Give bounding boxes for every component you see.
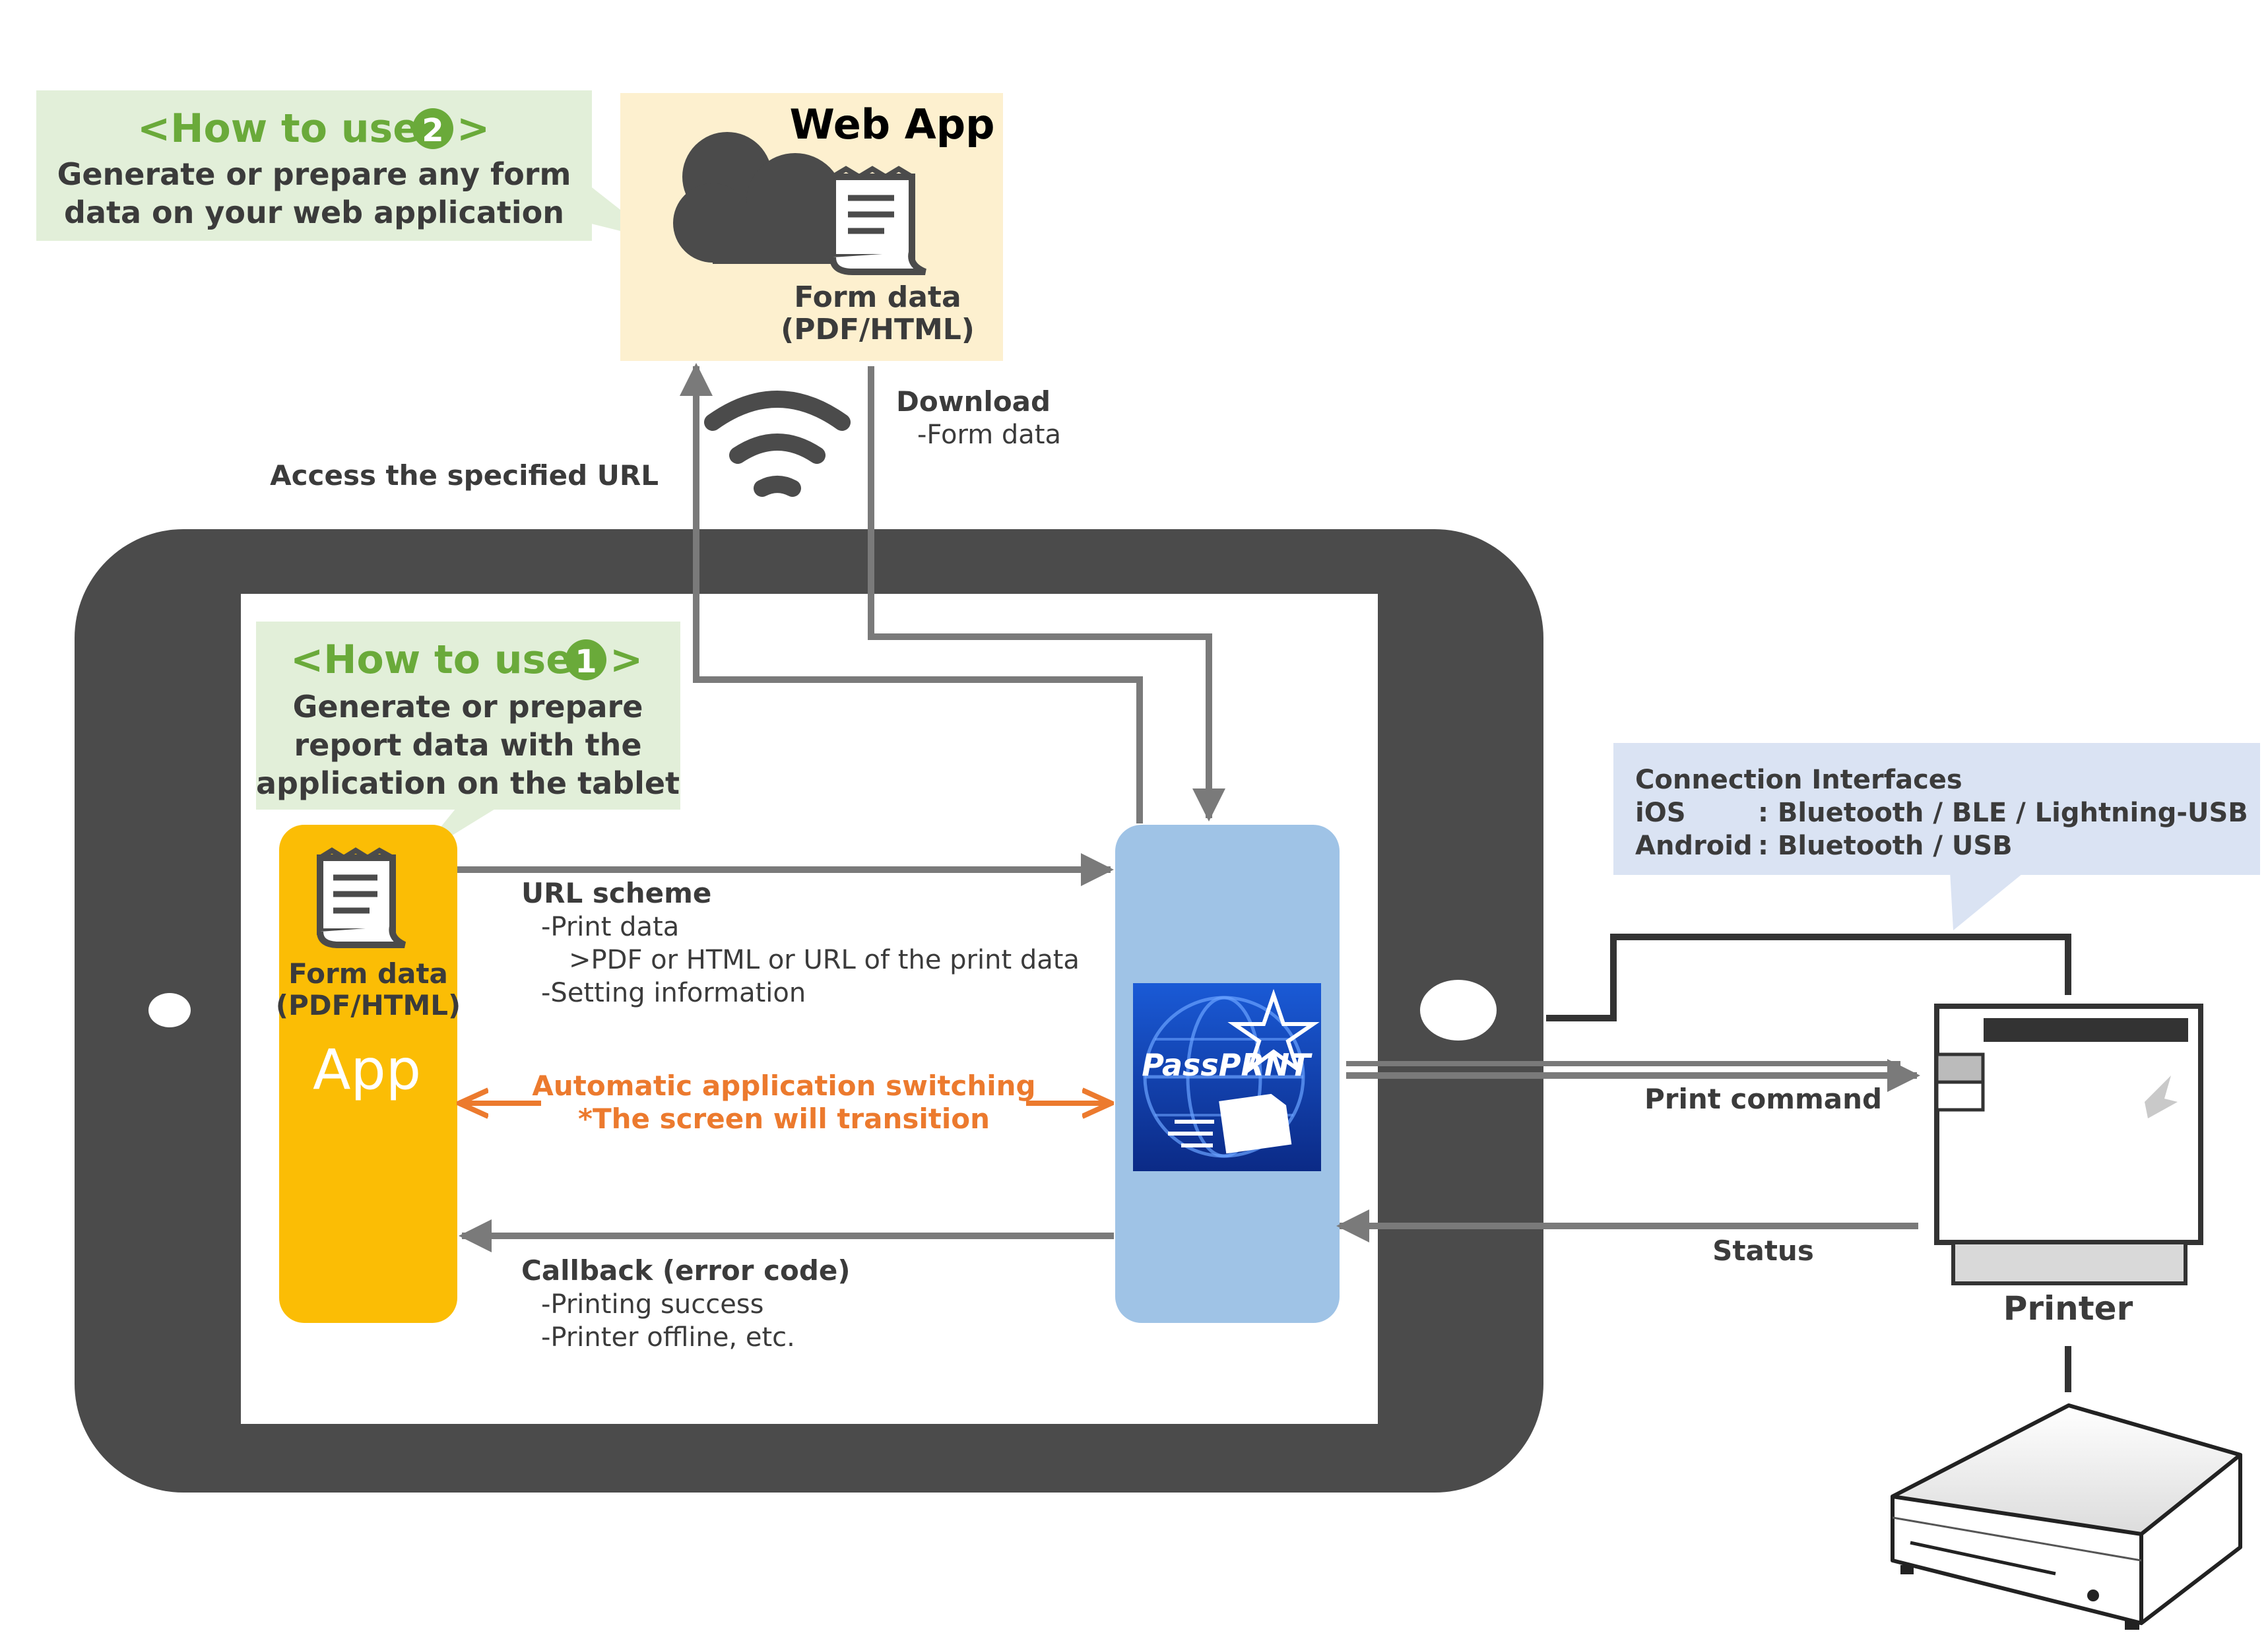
connection-row-1-os: iOS — [1635, 798, 1686, 828]
how-to-use-2-line-1: Generate or prepare any form — [57, 156, 571, 192]
how-to-use-2-heading: <How to use — [137, 106, 420, 152]
number-badge-1-icon — [566, 639, 606, 680]
callback-title: Callback (error code) — [521, 1254, 851, 1287]
wifi-icon — [704, 391, 851, 497]
app-name: App — [313, 1037, 421, 1102]
passprnt-panel[interactable]: PassPRNT — [1115, 825, 1340, 1323]
web-form-data-format: (PDF/HTML) — [781, 313, 975, 346]
connection-title: Connection Interfaces — [1635, 765, 1962, 795]
download-label: Download — [896, 385, 1051, 418]
app-form-data-format: (PDF/HTML) — [276, 989, 461, 1021]
printer-label: Printer — [2003, 1289, 2133, 1328]
url-scheme-line-2: >PDF or HTML or URL of the print data — [569, 945, 1080, 975]
number-badge-2-icon — [412, 108, 453, 149]
print-command-label: Print command — [1644, 1083, 1882, 1115]
how-to-use-1-line-2: report data with the — [294, 727, 641, 763]
passprnt-logo-icon: PassPRNT — [1133, 983, 1321, 1171]
connection-interfaces-callout: Connection Interfaces iOS : Bluetooth / … — [1613, 743, 2260, 930]
how-to-use-2-heading-end: > — [457, 106, 490, 152]
connection-cable — [1546, 934, 2071, 1021]
app-panel[interactable]: Form data (PDF/HTML) App — [276, 825, 461, 1323]
callback-line-1: -Printing success — [541, 1289, 763, 1320]
download-arrow — [868, 366, 1225, 821]
app-form-data-label: Form data — [288, 957, 448, 990]
web-app-box: Web App Form data (PDF/HTML) — [620, 93, 1003, 361]
how-to-use-1-callout: <How to use 1 > Generate or prepare repo… — [256, 622, 680, 858]
how-to-use-1-line-1: Generate or prepare — [293, 689, 643, 724]
url-scheme-title: URL scheme — [521, 877, 711, 909]
url-scheme-line-3: -Setting information — [541, 978, 806, 1008]
web-app-title: Web App — [790, 100, 995, 148]
number-badge-2-label: 2 — [422, 112, 443, 149]
app-document-icon — [317, 847, 406, 948]
auto-switch-line-1: Automatic application switching — [532, 1070, 1035, 1102]
how-to-use-1-line-3: application on the tablet — [256, 765, 680, 801]
auto-switch-line-2: *The screen will transition — [578, 1103, 990, 1135]
how-to-use-1-heading-end: > — [610, 637, 643, 683]
connection-row-2-os: Android — [1635, 831, 1753, 861]
tablet-home-button — [1420, 980, 1497, 1041]
url-scheme-line-1: -Print data — [541, 912, 679, 942]
tablet-camera-dot — [148, 993, 191, 1027]
status-label: Status — [1712, 1235, 1814, 1267]
web-form-data-label: Form data — [794, 280, 961, 314]
cash-drawer-icon — [1891, 1403, 2242, 1630]
callback-line-2: -Printer offline, etc. — [541, 1322, 795, 1353]
access-url-label: Access the specified URL — [270, 459, 659, 492]
how-to-use-1-heading: <How to use — [290, 637, 573, 683]
form-document-icon — [829, 166, 927, 275]
how-to-use-2-callout: <How to use 2 > Generate or prepare any … — [36, 90, 660, 241]
printer-icon — [1934, 1004, 2203, 1285]
access-url-arrow — [680, 363, 1143, 823]
connection-row-2-value: : Bluetooth / USB — [1758, 831, 2013, 861]
download-sub-label: -Form data — [917, 420, 1061, 450]
how-to-use-2-line-2: data on your web application — [64, 195, 564, 230]
connection-row-1-value: : Bluetooth / BLE / Lightning-USB — [1758, 798, 2248, 828]
passprnt-logo-text: PassPRNT — [1142, 1047, 1312, 1083]
number-badge-1-label: 1 — [575, 643, 597, 680]
